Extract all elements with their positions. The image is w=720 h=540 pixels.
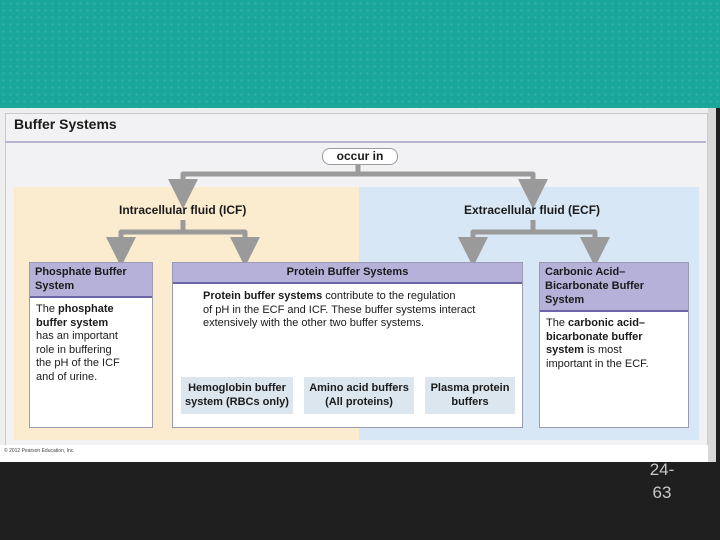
- protein-box-header: Protein Buffer Systems: [173, 263, 522, 284]
- amino-line1: Amino acid buffers: [309, 382, 409, 394]
- copyright-text: © 2012 Pearson Education, Inc.: [4, 448, 75, 454]
- figure-title: Buffer Systems: [14, 116, 117, 132]
- arrow-ecf-to-protein: [458, 229, 533, 267]
- top-decorative-band: [0, 0, 720, 108]
- arrow-to-carbonic: [533, 229, 610, 267]
- plasma-line2: buffers: [451, 396, 489, 408]
- carbonic-body-line2: bicarbonate buffer: [546, 330, 643, 343]
- arrow-icf-to-protein: [183, 229, 260, 267]
- phosphate-buffer-box: Phosphate Buffer System The phosphate bu…: [29, 262, 153, 428]
- carbonic-title-line1: Carbonic Acid–: [545, 266, 626, 278]
- occur-in-connector: occur in: [322, 148, 398, 165]
- phosphate-box-body: The phosphate buffer system has an impor…: [30, 298, 152, 389]
- phosphate-box-header: Phosphate Buffer System: [30, 263, 152, 298]
- arrow-to-phosphate: [106, 229, 183, 267]
- protein-box-body: Protein buffer systems contribute to the…: [173, 284, 522, 331]
- phosphate-body-line5: the pH of the ICF: [36, 357, 120, 369]
- carbonic-bicarbonate-box: Carbonic Acid– Bicarbonate Buffer System…: [539, 262, 689, 428]
- carbonic-box-body: The carbonic acid– bicarbonate buffer sy…: [540, 312, 688, 376]
- carbonic-body-line1: The carbonic acid–: [546, 317, 646, 329]
- hemoglobin-buffer-box: Hemoglobin buffer system (RBCs only): [181, 377, 293, 414]
- figure-footer: © 2012 Pearson Education, Inc.: [0, 445, 708, 462]
- carbonic-body-line4: important in the ECF.: [546, 357, 649, 370]
- plasma-protein-buffer-box: Plasma protein buffers: [425, 377, 515, 414]
- arrow-to-icf: [168, 171, 358, 209]
- hemoglobin-line2: system (RBCs only): [185, 396, 289, 408]
- carbonic-title-line2: Bicarbonate Buffer: [545, 280, 645, 292]
- phosphate-body-line1: The phosphate: [36, 303, 114, 315]
- figure-scrollbar[interactable]: [708, 108, 716, 462]
- phosphate-body-line4: role in buffering: [36, 343, 112, 356]
- title-divider: [5, 141, 706, 143]
- carbonic-title-line3: System: [545, 294, 585, 306]
- protein-body-line2: of pH in the ECF and ICF. These buffer s…: [203, 303, 476, 316]
- amino-line2: (All proteins): [325, 396, 393, 408]
- carbonic-body-line3: system is most: [546, 344, 622, 356]
- carbonic-box-header: Carbonic Acid– Bicarbonate Buffer System: [540, 263, 688, 312]
- hemoglobin-line1: Hemoglobin buffer: [188, 382, 286, 394]
- buffer-systems-figure: Buffer Systems occ: [0, 108, 716, 462]
- plasma-line1: Plasma protein: [430, 382, 510, 394]
- page-number-line2: 63: [652, 483, 672, 502]
- ecf-label: Extracellular fluid (ECF): [464, 203, 601, 217]
- page-number-line1: 24-: [649, 460, 675, 479]
- protein-body-line3: extensively with the other two buffer sy…: [203, 317, 425, 329]
- phosphate-body-line2: buffer system: [36, 316, 109, 329]
- phosphate-title-line1: Phosphate Buffer: [35, 266, 127, 278]
- slide-page-number: 24- 63: [640, 458, 684, 504]
- arrow-to-ecf: [358, 171, 548, 209]
- phosphate-body-line6: and of urine.: [36, 370, 98, 383]
- phosphate-title-line2: System: [35, 280, 75, 292]
- phosphate-body-line3: has an important: [36, 330, 118, 342]
- icf-label: Intracellular fluid (ICF): [119, 203, 247, 217]
- amino-acid-buffer-box: Amino acid buffers (All proteins): [304, 377, 414, 414]
- protein-body-line1: Protein buffer systems contribute to the…: [203, 290, 456, 302]
